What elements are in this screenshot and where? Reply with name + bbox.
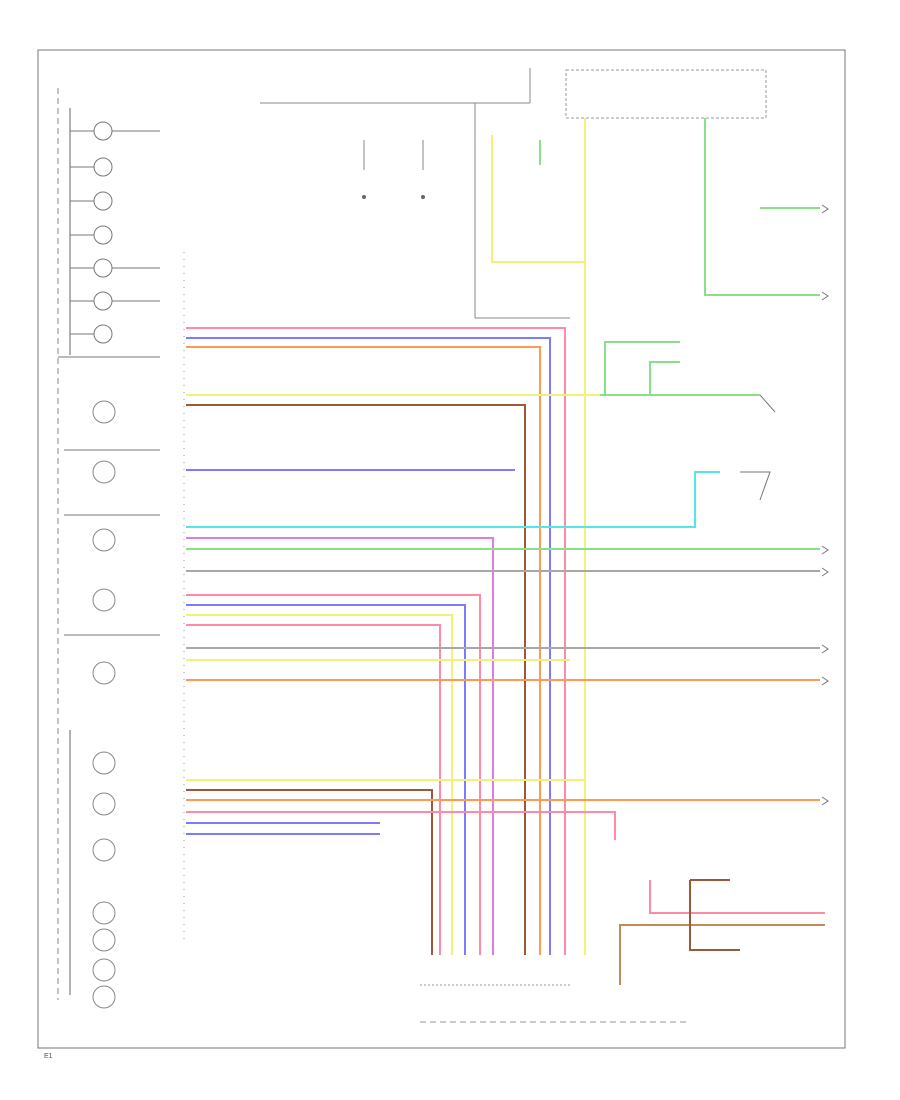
wire-pink-2 bbox=[186, 594, 481, 955]
gauge-icon bbox=[93, 324, 113, 344]
ground-icon bbox=[362, 195, 366, 199]
arrow-icon bbox=[821, 204, 829, 214]
arrow-icon bbox=[821, 644, 829, 654]
footer-code: E1 bbox=[44, 1053, 53, 1060]
ground-icon bbox=[421, 195, 425, 199]
wire-cyan bbox=[186, 471, 720, 528]
wire-orange-1 bbox=[186, 346, 541, 955]
warning-lamp-icon bbox=[92, 901, 116, 925]
bottom-connector bbox=[420, 984, 690, 1023]
gauge-icon bbox=[93, 121, 113, 141]
wire-pink-5 bbox=[649, 880, 825, 914]
right-switch bbox=[740, 394, 776, 501]
wire-blue-1 bbox=[186, 337, 551, 955]
wire-yellow-2 bbox=[186, 614, 453, 955]
wire-brown-1 bbox=[186, 404, 526, 955]
gauge-icon bbox=[93, 157, 113, 177]
arrow-icon bbox=[821, 796, 829, 806]
arrow-icon bbox=[821, 676, 829, 686]
gauge-icon bbox=[93, 225, 113, 245]
wire-green-mid bbox=[604, 341, 680, 395]
warning-lamp-icon bbox=[92, 400, 116, 424]
warning-lamp-icon bbox=[92, 792, 116, 816]
gauge-icon bbox=[93, 191, 113, 211]
arrow-icon bbox=[821, 567, 829, 577]
warning-lamp-icon bbox=[92, 588, 116, 612]
arrow-icon bbox=[821, 291, 829, 301]
wire-pink-1 bbox=[186, 327, 566, 955]
wire-pink-4 bbox=[186, 811, 616, 840]
arrow-icon bbox=[821, 545, 829, 555]
fuse-block-frame bbox=[565, 69, 767, 119]
warning-lamp-icon bbox=[92, 928, 116, 952]
warning-lamps bbox=[64, 400, 160, 1009]
wire-pink-3 bbox=[186, 624, 441, 955]
warning-lamp-icon bbox=[92, 751, 116, 775]
wire-magenta bbox=[186, 537, 494, 955]
gauge-icon bbox=[93, 258, 113, 278]
gauge-icon bbox=[93, 291, 113, 311]
switch-icon bbox=[740, 471, 771, 501]
wire-green-right bbox=[704, 118, 820, 296]
wire-green-mid-2 bbox=[649, 361, 680, 395]
warning-lamp-icon bbox=[92, 958, 116, 982]
gauge-stack bbox=[58, 121, 160, 358]
switch-icon bbox=[759, 394, 776, 413]
warning-lamp-icon bbox=[92, 838, 116, 862]
warning-lamp-icon bbox=[92, 661, 116, 685]
wire-brown-2 bbox=[186, 789, 433, 955]
wire-blue-3 bbox=[186, 604, 466, 955]
wire-brown-3 bbox=[619, 924, 825, 985]
warning-lamp-icon bbox=[92, 528, 116, 552]
wires bbox=[186, 118, 825, 985]
top-module bbox=[260, 68, 570, 319]
wire-yellow-top bbox=[491, 135, 586, 395]
diagram-frame bbox=[37, 49, 846, 1049]
warning-lamp-icon bbox=[92, 985, 116, 1009]
wire-brown-4 bbox=[689, 879, 740, 951]
warning-lamp-icon bbox=[92, 460, 116, 484]
fuse-block bbox=[565, 69, 767, 119]
terminal-arrows bbox=[821, 204, 829, 806]
instrument-cluster bbox=[57, 88, 185, 1009]
